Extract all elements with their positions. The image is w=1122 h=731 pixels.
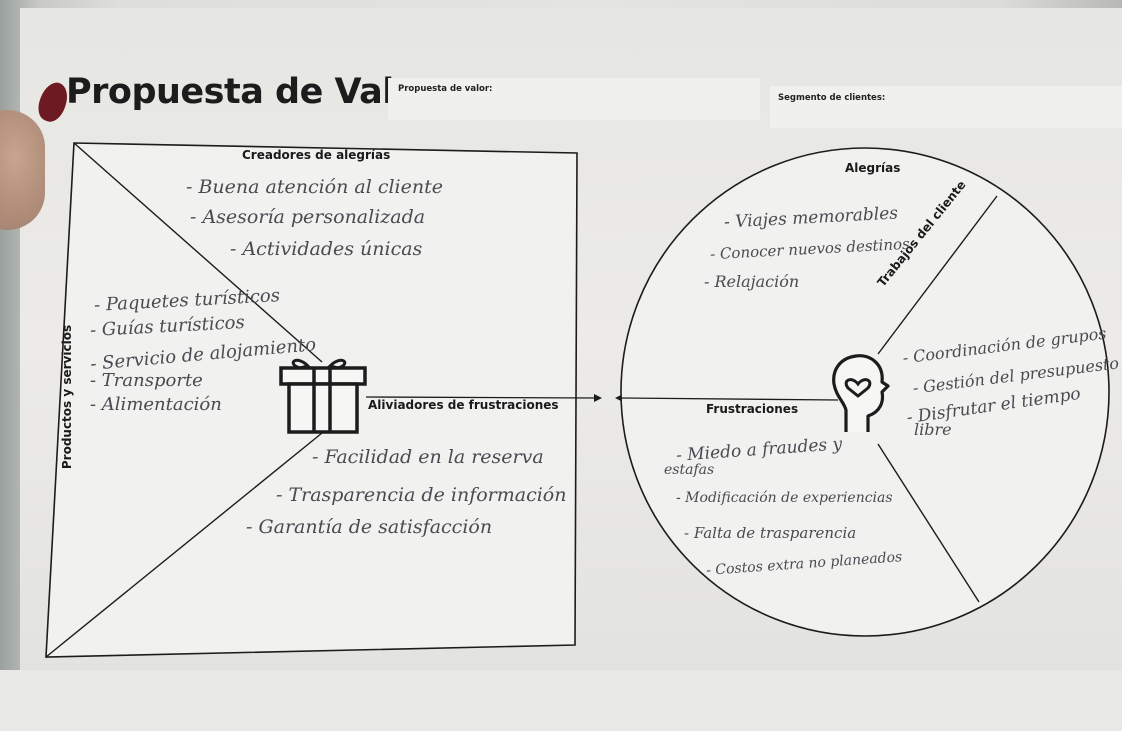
note-creadores-3: - Actividades únicas <box>230 238 423 260</box>
square-diagonal-bottom <box>45 432 323 658</box>
gift-icon <box>279 358 367 434</box>
frustraciones-label: Frustraciones <box>706 402 799 416</box>
creadores-label: Creadores de alegrías <box>242 148 391 162</box>
note-productos-4: - Transporte <box>90 370 203 391</box>
note-aliviadores-1: - Facilidad en la reserva <box>312 446 544 468</box>
segmento-field[interactable] <box>770 86 1122 128</box>
note-creadores-2: - Asesoría personalizada <box>190 206 426 228</box>
head-heart-icon <box>832 354 890 432</box>
circle-divider-left <box>620 397 839 401</box>
propuesta-label: Propuesta de valor: <box>398 84 493 94</box>
finger <box>0 110 45 230</box>
note-trabajos-4: libre <box>914 420 952 439</box>
segmento-label: Segmento de clientes: <box>778 93 886 103</box>
circle-divider-bottom <box>877 443 980 603</box>
note-frustraciones-2: estafas <box>664 462 715 478</box>
note-creadores-1: - Buena atención al cliente <box>186 176 443 198</box>
arrow-right <box>365 396 597 399</box>
note-aliviadores-3: - Garantía de satisfacción <box>246 516 493 538</box>
note-frustraciones-4: - Falta de trasparencia <box>684 524 857 542</box>
circle-divider-top <box>877 195 998 355</box>
table-surface <box>0 670 1122 731</box>
note-aliviadores-2: - Trasparencia de información <box>276 484 567 506</box>
alegrias-label: Alegrías <box>845 161 901 175</box>
square-diagonal-top <box>73 142 323 363</box>
arrow-right-head <box>594 394 602 402</box>
note-alegrias-3: - Relajación <box>704 272 800 291</box>
propuesta-field[interactable] <box>388 78 760 120</box>
productos-label: Productos y servicios <box>60 324 74 470</box>
page-title: Propuesta de Valor <box>66 72 435 112</box>
aliviadores-label: Aliviadores de frustraciones <box>368 398 559 412</box>
note-frustraciones-3: - Modificación de experiencias <box>676 490 893 506</box>
note-productos-5: - Alimentación <box>90 394 222 415</box>
